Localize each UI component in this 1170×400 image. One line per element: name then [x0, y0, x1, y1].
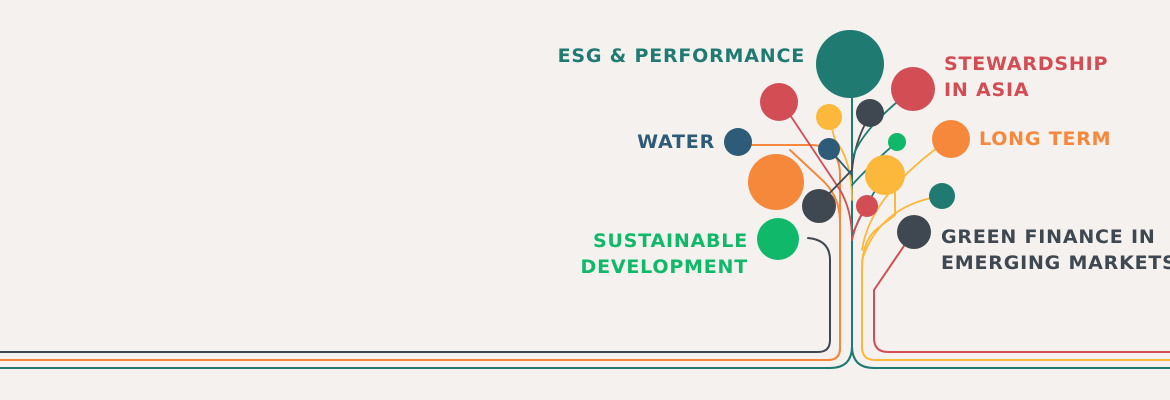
label-water: WATER [637, 129, 715, 155]
circle-navy-water [724, 128, 752, 156]
circle-orange-large [748, 154, 804, 210]
label-line: STEWARDSHIP [944, 53, 1109, 75]
branch-line-red [873, 239, 1170, 353]
circle-dark-top [856, 99, 884, 127]
circle-teal-small [929, 183, 955, 209]
label-line: IN ASIA [944, 79, 1030, 101]
circle-teal-large [816, 30, 884, 98]
circle-yellow-large [865, 155, 905, 195]
label-line: ESG & PERFORMANCE [557, 45, 805, 67]
trunk-line-teal [0, 63, 853, 369]
branch-to-orange-right [861, 139, 949, 251]
circle-navy-small [818, 138, 840, 160]
branch-line-dark [0, 237, 831, 353]
label-line: GREEN FINANCE IN [941, 226, 1156, 248]
circle-dark-mid [802, 189, 836, 223]
trunk-line-teal-right [851, 345, 1170, 369]
label-line: SUSTAINABLE [592, 230, 748, 252]
label-stewardship-asia: STEWARDSHIP IN ASIA [944, 51, 1108, 103]
circle-dark-right [897, 215, 931, 249]
branch-line-yellow [861, 189, 1170, 361]
circle-yellow-top [816, 104, 842, 130]
circle-green-large [757, 218, 799, 260]
label-sustainable-development: SUSTAINABLE DEVELOPMENT [581, 228, 749, 280]
label-green-finance: GREEN FINANCE IN EMERGING MARKETS [941, 224, 1170, 276]
circle-green-small [888, 133, 906, 151]
label-long-term: LONG TERM [979, 126, 1111, 152]
circle-red-small [856, 195, 878, 217]
circle-orange-right [932, 120, 970, 158]
label-esg-performance: ESG & PERFORMANCE [558, 43, 805, 69]
label-line: DEVELOPMENT [580, 256, 748, 278]
label-line: LONG TERM [979, 128, 1112, 150]
label-line: EMERGING MARKETS [941, 252, 1170, 274]
circle-red-left [760, 83, 798, 121]
label-line: WATER [637, 131, 715, 153]
circle-red-right [891, 67, 935, 111]
